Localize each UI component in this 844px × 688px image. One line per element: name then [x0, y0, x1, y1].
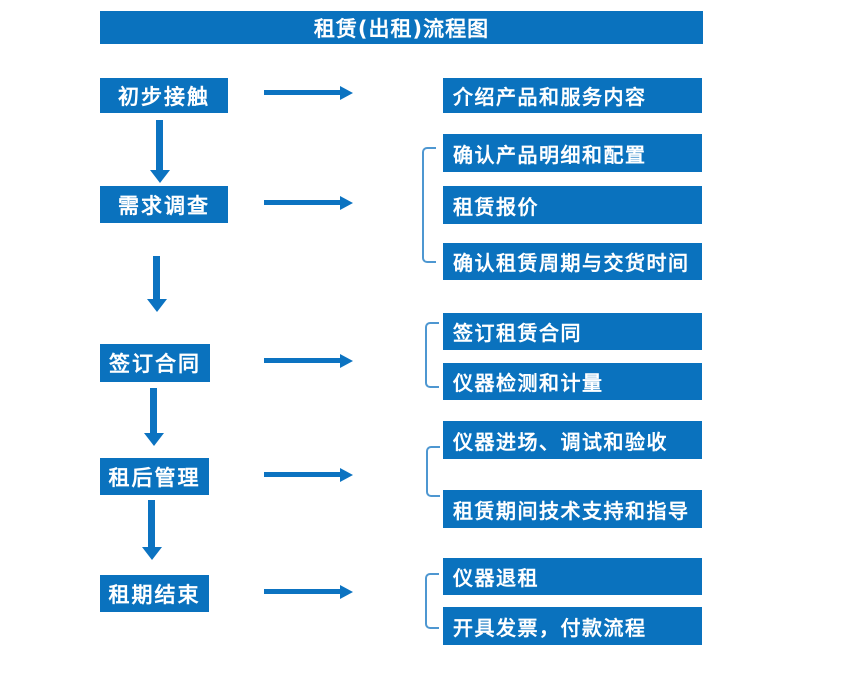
detail-box-invoice-payment: 开具发票，付款流程 — [443, 607, 702, 645]
step-box-post-rental-management: 租后管理 — [100, 458, 209, 495]
right-arrow-icon — [264, 200, 340, 205]
detail-box-confirm-period-delivery: 确认租赁周期与交货时间 — [443, 243, 702, 280]
step-box-initial-contact: 初步接触 — [100, 78, 228, 113]
flowchart-title-bar: 租赁(出租)流程图 — [100, 11, 703, 44]
right-arrowhead-icon — [340, 468, 353, 482]
group-bracket-post-rental — [426, 446, 440, 497]
group-bracket-sign-contract — [425, 322, 439, 388]
down-arrowhead-icon — [144, 433, 164, 446]
step-box-rental-end: 租期结束 — [100, 575, 209, 612]
right-arrow-icon — [264, 358, 340, 363]
flowchart-title: 租赁(出租)流程图 — [313, 16, 490, 41]
right-arrow-icon — [264, 589, 340, 594]
right-arrowhead-icon — [340, 86, 353, 100]
step-box-sign-contract: 签订合同 — [100, 344, 210, 382]
detail-box-instrument-inspection: 仪器检测和计量 — [443, 363, 702, 400]
right-arrowhead-icon — [340, 585, 353, 599]
detail-box-sign-rental-contract: 签订租赁合同 — [443, 313, 702, 350]
detail-box-technical-support: 租赁期间技术支持和指导 — [443, 490, 702, 528]
detail-box-introduce-products: 介绍产品和服务内容 — [443, 78, 702, 113]
detail-box-confirm-product-config: 确认产品明细和配置 — [443, 134, 702, 172]
down-arrowhead-icon — [147, 299, 167, 312]
right-arrow-icon — [264, 90, 340, 95]
detail-box-rental-quote: 租赁报价 — [443, 186, 702, 224]
down-arrowhead-icon — [142, 547, 162, 560]
right-arrow-icon — [264, 472, 340, 477]
down-arrow-icon — [150, 388, 157, 433]
right-arrowhead-icon — [340, 354, 353, 368]
down-arrowhead-icon — [150, 170, 170, 183]
down-arrow-icon — [156, 120, 163, 170]
down-arrow-icon — [148, 500, 155, 547]
detail-box-instrument-setup-acceptance: 仪器进场、调试和验收 — [443, 421, 702, 459]
right-arrowhead-icon — [340, 196, 353, 210]
detail-box-instrument-return: 仪器退租 — [443, 558, 702, 595]
step-box-demand-survey: 需求调查 — [100, 186, 228, 223]
group-bracket-demand-survey — [422, 147, 436, 263]
group-bracket-rental-end — [425, 573, 439, 629]
down-arrow-icon — [153, 256, 160, 299]
